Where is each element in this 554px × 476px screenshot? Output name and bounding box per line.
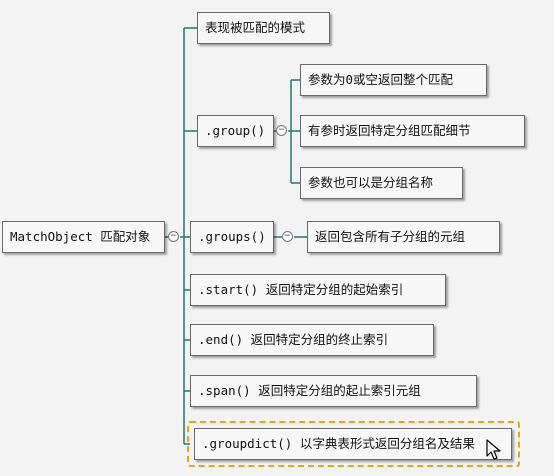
- node-group-child-2-label: 有参时返回特定分组匹配细节: [308, 123, 471, 138]
- node-group-label: .group(): [205, 123, 266, 138]
- node-groupdict-label: .groupdict() 以字典表形式返回分组名及结果: [202, 436, 475, 451]
- node-start-label: .start() 返回特定分组的起始索引: [198, 282, 404, 297]
- node-pattern[interactable]: 表现被匹配的模式: [197, 12, 330, 44]
- node-group-child-1-label: 参数为0或空返回整个匹配: [308, 72, 454, 87]
- root-node-label: MatchObject 匹配对象: [10, 229, 151, 244]
- node-end-label: .end() 返回特定分组的终止索引: [198, 332, 389, 347]
- node-start[interactable]: .start() 返回特定分组的起始索引: [190, 274, 446, 306]
- node-span[interactable]: .span() 返回特定分组的起止索引元组: [190, 375, 477, 407]
- node-group-child-3-label: 参数也可以是分组名称: [308, 175, 434, 190]
- node-groups[interactable]: .groups(): [190, 221, 274, 253]
- node-end[interactable]: .end() 返回特定分组的终止索引: [190, 324, 434, 356]
- connector-trunk: [180, 28, 185, 444]
- root-node[interactable]: MatchObject 匹配对象: [2, 221, 165, 253]
- mouse-pointer-icon: [486, 439, 501, 460]
- node-groups-label: .groups(): [198, 229, 266, 244]
- group-collapse-toggle[interactable]: −: [276, 125, 287, 136]
- node-pattern-label: 表现被匹配的模式: [205, 20, 306, 35]
- node-group-child-1[interactable]: 参数为0或空返回整个匹配: [300, 64, 487, 96]
- root-collapse-toggle[interactable]: −: [168, 231, 179, 242]
- node-groupdict[interactable]: .groupdict() 以字典表形式返回分组名及结果: [194, 428, 512, 460]
- node-group-child-2[interactable]: 有参时返回特定分组匹配细节: [300, 115, 525, 147]
- node-span-label: .span() 返回特定分组的起止索引元组: [198, 383, 421, 398]
- node-group-child-3[interactable]: 参数也可以是分组名称: [300, 167, 463, 199]
- node-groups-child-1[interactable]: 返回包含所有子分组的元组: [307, 221, 500, 253]
- node-group[interactable]: .group(): [197, 115, 274, 147]
- groups-collapse-toggle[interactable]: −: [282, 231, 293, 242]
- connector-group-trunk: [288, 80, 292, 183]
- node-groups-child-1-label: 返回包含所有子分组的元组: [315, 229, 466, 244]
